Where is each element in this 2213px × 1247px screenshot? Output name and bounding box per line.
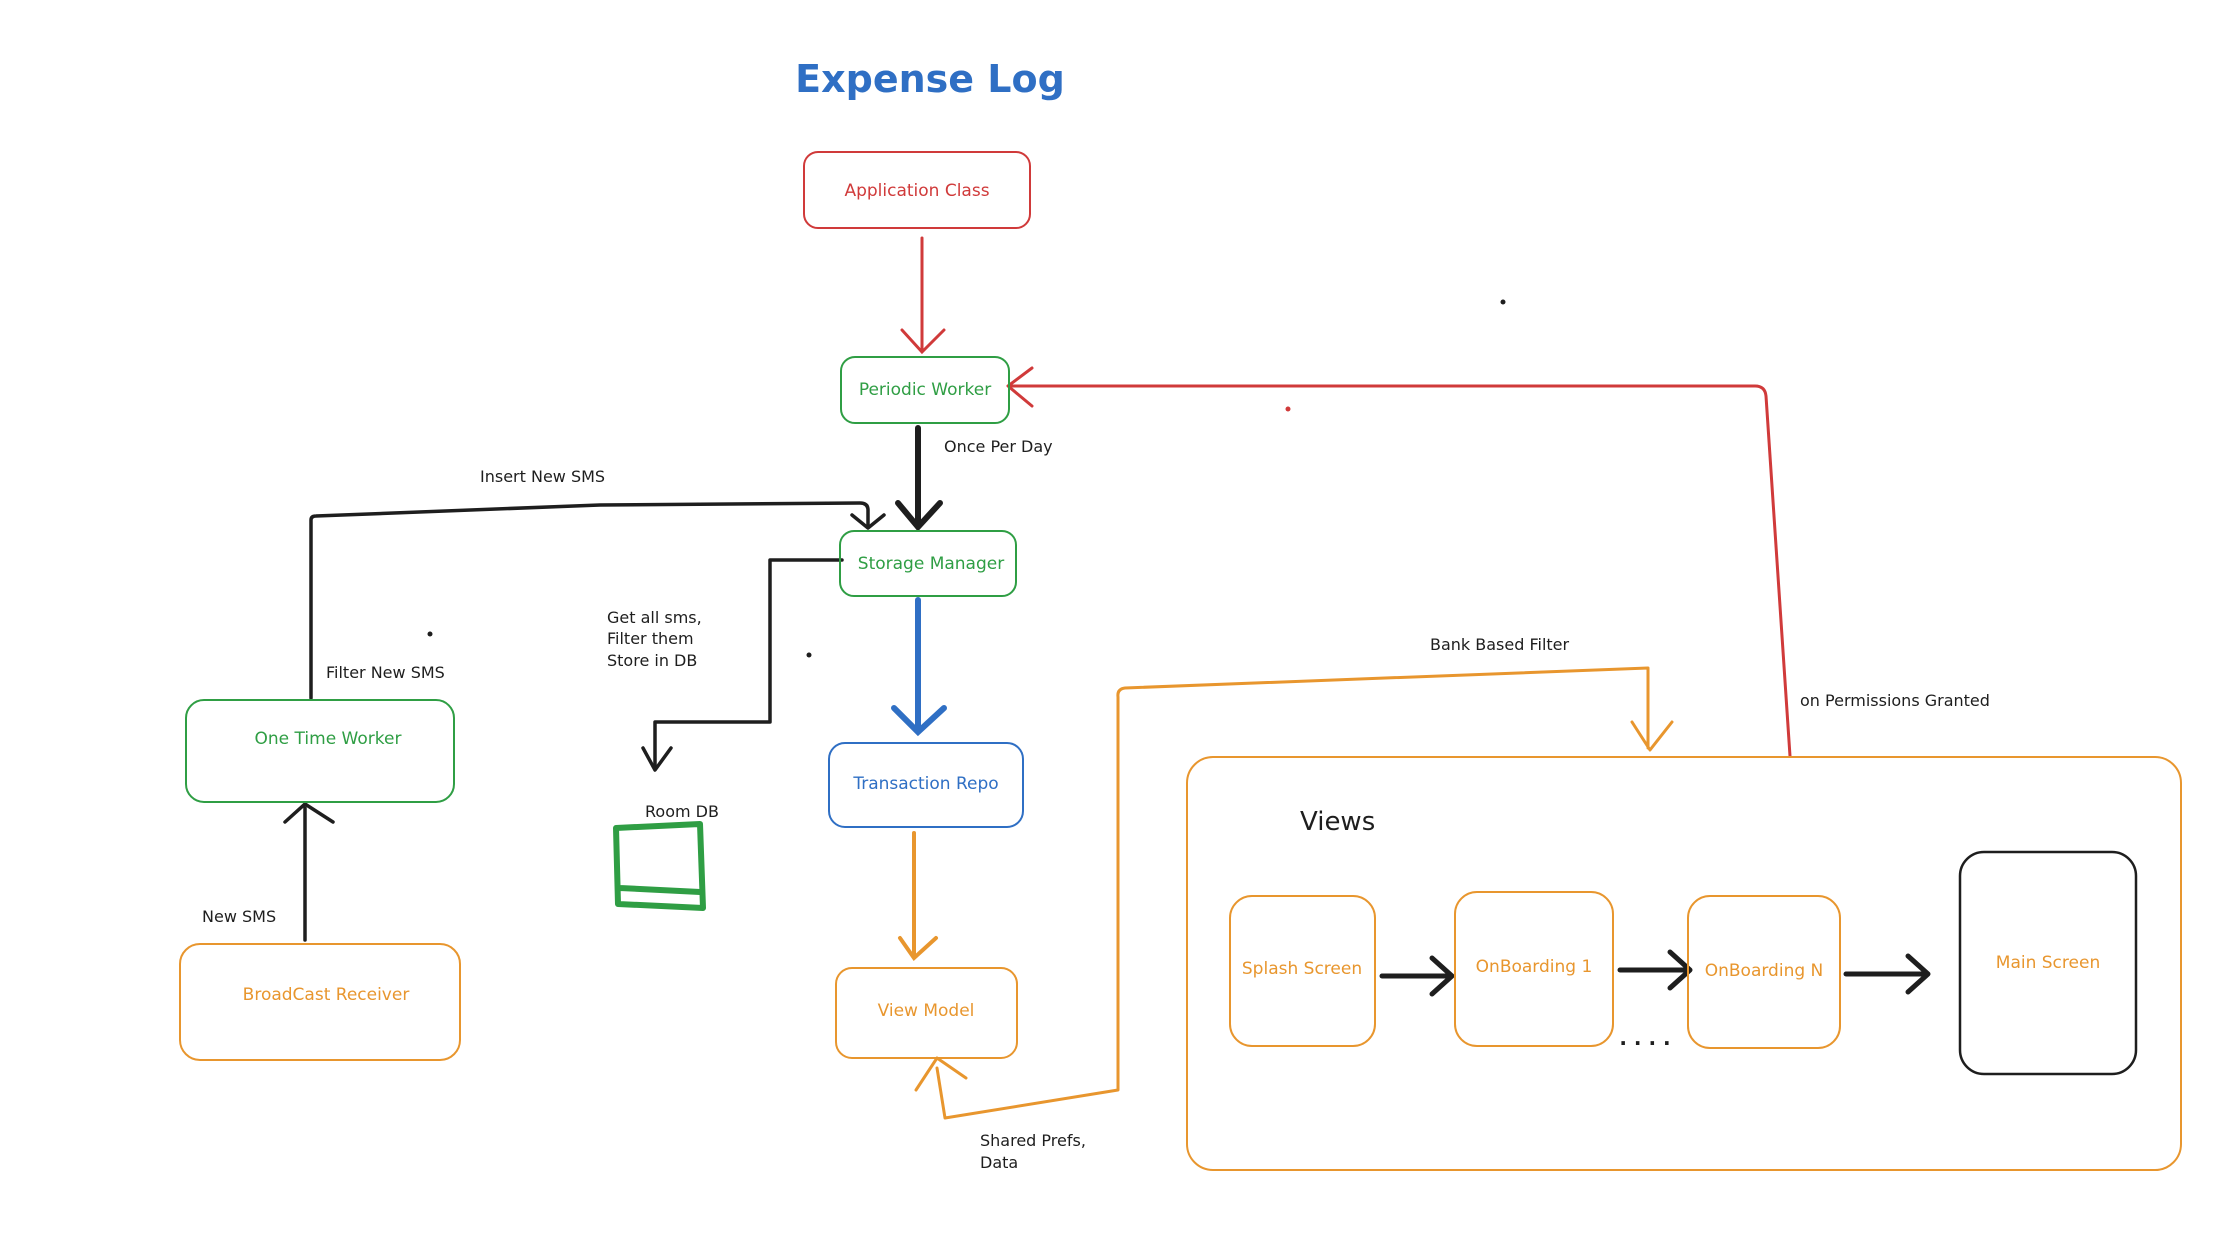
stray-dot: [1500, 299, 1506, 305]
node-main-screen: Main Screen: [1958, 850, 2138, 1076]
database-icon: [613, 821, 706, 911]
node-label-broadcast-receiver: BroadCast Receiver: [243, 985, 410, 1005]
edge-storage-to-transaction: [891, 597, 947, 737]
stray-dot: [806, 652, 812, 658]
node-label-room-db: Room DB: [645, 802, 719, 821]
edge-label-on-permissions-granted: on Permissions Granted: [1800, 691, 1990, 710]
edge-onboardingn-to-main: [1843, 953, 1931, 995]
edge-views-to-periodic: [1006, 366, 1792, 758]
edge-label-shared-prefs-1: Shared Prefs,: [980, 1131, 1086, 1150]
node-onboarding-1: OnBoarding 1: [1454, 891, 1614, 1047]
node-storage-manager: Storage Manager: [839, 530, 1017, 597]
stray-dot: [427, 631, 433, 637]
edge-label-get-all-sms-1: Get all sms,: [607, 608, 702, 627]
node-label-application-class: Application Class: [844, 181, 989, 201]
node-view-model: View Model: [835, 967, 1018, 1059]
edge-label-get-all-sms-3: Store in DB: [607, 651, 697, 670]
node-label-splash-screen: Splash Screen: [1242, 959, 1362, 979]
edge-periodic-to-storage: [895, 425, 943, 532]
stray-dot: [1285, 406, 1291, 412]
node-splash-screen: Splash Screen: [1229, 895, 1376, 1047]
node-transaction-repo: Transaction Repo: [828, 742, 1024, 828]
edge-label-bank-based-filter: Bank Based Filter: [1430, 635, 1570, 654]
edge-label-once-per-day: Once Per Day: [944, 437, 1053, 456]
node-one-time-worker: One Time Worker: [185, 699, 455, 803]
edge-label-insert-new-sms: Insert New SMS: [480, 467, 605, 486]
edge-onetime-to-storage: [309, 501, 886, 700]
node-label-onboarding-1: OnBoarding 1: [1476, 957, 1593, 977]
views-label: Views: [1300, 807, 1375, 837]
node-label-transaction-repo: Transaction Repo: [852, 774, 998, 794]
onboarding-ellipsis: · · · ·: [1619, 1031, 1670, 1055]
node-periodic-worker: Periodic Worker: [840, 356, 1010, 424]
node-label-periodic-worker: Periodic Worker: [859, 380, 991, 400]
edge-label-shared-prefs-2: Data: [980, 1153, 1018, 1172]
node-label-main-screen: Main Screen: [1996, 953, 2100, 973]
edge-transaction-to-viewmodel: [898, 831, 938, 962]
edge-label-get-all-sms-2: Filter them: [607, 629, 694, 648]
node-label-storage-manager: Storage Manager: [858, 554, 1004, 574]
node-label-onboarding-n: OnBoarding N: [1705, 961, 1824, 981]
node-label-view-model: View Model: [878, 1001, 975, 1021]
edge-storage-to-roomdb: [641, 558, 844, 772]
edge-label-filter-new-sms: Filter New SMS: [326, 663, 445, 682]
node-label-one-time-worker: One Time Worker: [255, 729, 402, 749]
node-room-db: Room DB: [613, 802, 719, 911]
node-broadcast-receiver: BroadCast Receiver: [179, 943, 461, 1061]
edge-splash-to-onboarding1: [1379, 955, 1455, 997]
edge-label-new-sms: New SMS: [202, 907, 276, 926]
edge-broadcast-to-onetime: [283, 801, 335, 942]
diagram-title: Expense Log: [795, 57, 1065, 101]
views-container: Views: [1186, 756, 2182, 1171]
edge-onboarding1-to-onboardingn: [1617, 949, 1693, 991]
edge-app-to-periodic: [900, 236, 946, 355]
node-application-class: Application Class: [803, 151, 1031, 229]
node-onboarding-n: OnBoarding N: [1687, 895, 1841, 1049]
